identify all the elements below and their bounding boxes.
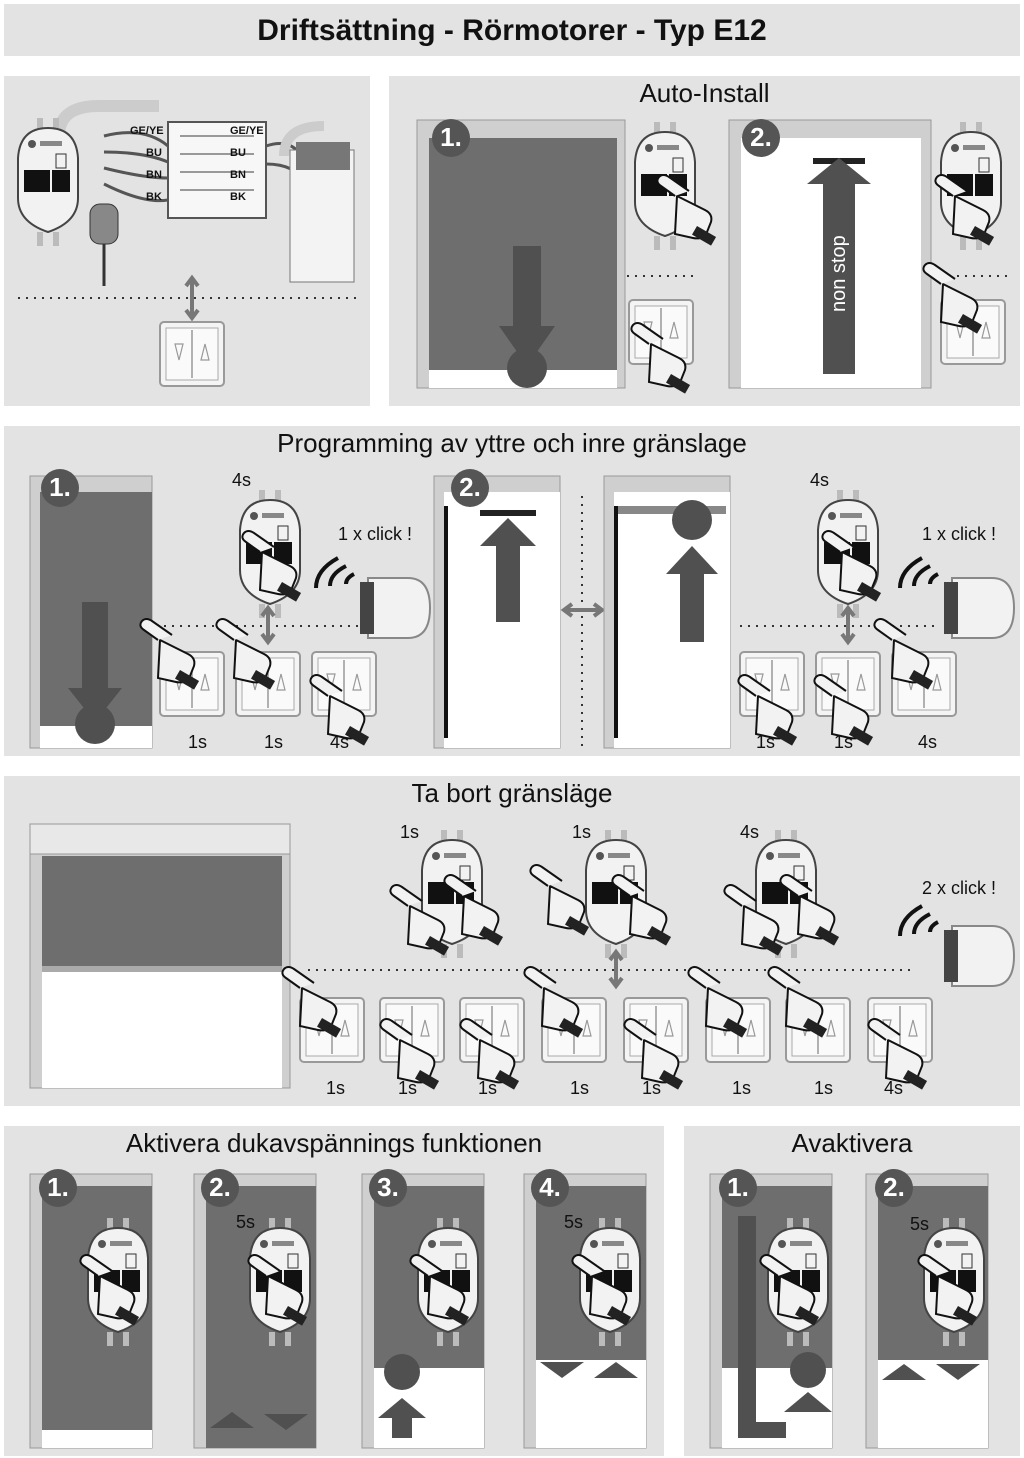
time-label: 4s [918,732,937,752]
tension-arrows-icon [210,1412,308,1430]
tension-arrows-icon [540,1362,638,1378]
up-arrow-icon [807,158,871,184]
hold-time: 5s [564,1212,583,1232]
activate-title: Aktivera dukavspännings funktionen [125,1128,543,1158]
auto-install-title: Auto-Install [639,78,770,108]
activate-panel: Aktivera dukavspännings funktionen 1. 2.… [4,1126,664,1456]
radio-motor-icon [898,904,1016,988]
wire-label-right: BK [230,191,246,203]
wire-label-right: BU [230,147,246,159]
step-1-label: 1. [49,472,71,502]
hold-time: 1s [400,822,419,842]
hold-time: 4s [232,470,251,490]
hold-time: 5s [910,1214,929,1234]
hand-press-icon [922,262,984,335]
time-label: 1s [732,1078,751,1098]
hand-press-icon [281,966,343,1039]
hand-press-icon [767,966,829,1039]
title-panel: Driftsättning - Rörmotorer - Typ E12 [4,4,1020,56]
step-label: 2. [883,1172,905,1202]
controller-unit-icon [240,490,300,618]
time-label: 4s [330,732,349,752]
step-label: 2. [209,1172,231,1202]
hand-press-icon [873,618,935,691]
up-arrow-icon [480,518,536,546]
step-label: 1. [47,1172,69,1202]
step-label: 3. [377,1172,399,1202]
up-arrow-icon [378,1398,426,1418]
blind-half [42,856,282,966]
hold-time: 4s [740,822,759,842]
time-label: 1s [326,1078,345,1098]
step-label: 1. [727,1172,749,1202]
down-arrow-icon [513,246,541,326]
blind-open [614,492,730,748]
wall-switch-icon [159,321,225,387]
hand-press-icon [687,966,749,1039]
hand-press-icon [529,864,591,937]
wire-label-left: BU [146,147,162,159]
controller-unit-icon [18,118,78,246]
step-2-label: 2. [750,122,772,152]
non-stop-label: non stop [828,235,850,312]
click-hint: 1 x click ! [922,524,996,544]
wiring-diagram: GE/YE BU BN BK GE/YE BU BN BK [4,100,360,387]
page-title: Driftsättning - Rörmotorer - Typ E12 [257,14,767,47]
programming-panel: Programming av yttre och inre gränslage … [4,426,1020,756]
time-label: 1s [814,1078,833,1098]
deactivate-panel: Avaktivera 1. 2. 5s [684,1126,1020,1456]
wire-label-right: BN [230,169,246,181]
step-label: 4. [539,1172,561,1202]
deactivate-title: Avaktivera [791,1128,913,1158]
time-label: 1s [478,1078,497,1098]
click-hint: 1 x click ! [338,524,412,544]
controller-unit-icon [586,830,646,958]
time-label: 1s [188,732,207,752]
up-arrow-icon [666,546,718,574]
hold-time: 5s [236,1212,255,1232]
programming-title: Programming av yttre och inre gränslage [277,428,747,458]
return-path-icon [738,1216,786,1438]
time-label: 1s [642,1078,661,1098]
wire-label-left: GE/YE [130,125,164,137]
wiring-panel: GE/YE BU BN BK GE/YE BU BN BK [4,76,370,406]
time-label: 1s [264,732,283,752]
tension-arrows-icon [882,1364,980,1380]
wire-label-left: BN [146,169,162,181]
compare-arrow-icon [560,602,606,618]
time-label: 1s [834,732,853,752]
time-label: 4s [884,1078,903,1098]
hold-time: 4s [810,470,829,490]
step-1-label: 1. [440,122,462,152]
auto-install-panel: Auto-Install 1. 2. non stop [389,76,1020,406]
wire-label-left: BK [146,191,162,203]
time-label: 1s [398,1078,417,1098]
down-arrow-icon [82,602,108,692]
hand-press-icon [523,966,585,1039]
remove-limit-panel: Ta bort gränsläge 1s 1s 4s 2 x click ! [4,776,1020,1106]
remove-title: Ta bort gränsläge [411,778,613,808]
step-2-label: 2. [459,472,481,502]
hold-time: 1s [572,822,591,842]
wire-label-right: GE/YE [230,125,264,137]
click-hint: 2 x click ! [922,878,996,898]
time-label: 1s [570,1078,589,1098]
time-label: 1s [756,732,775,752]
